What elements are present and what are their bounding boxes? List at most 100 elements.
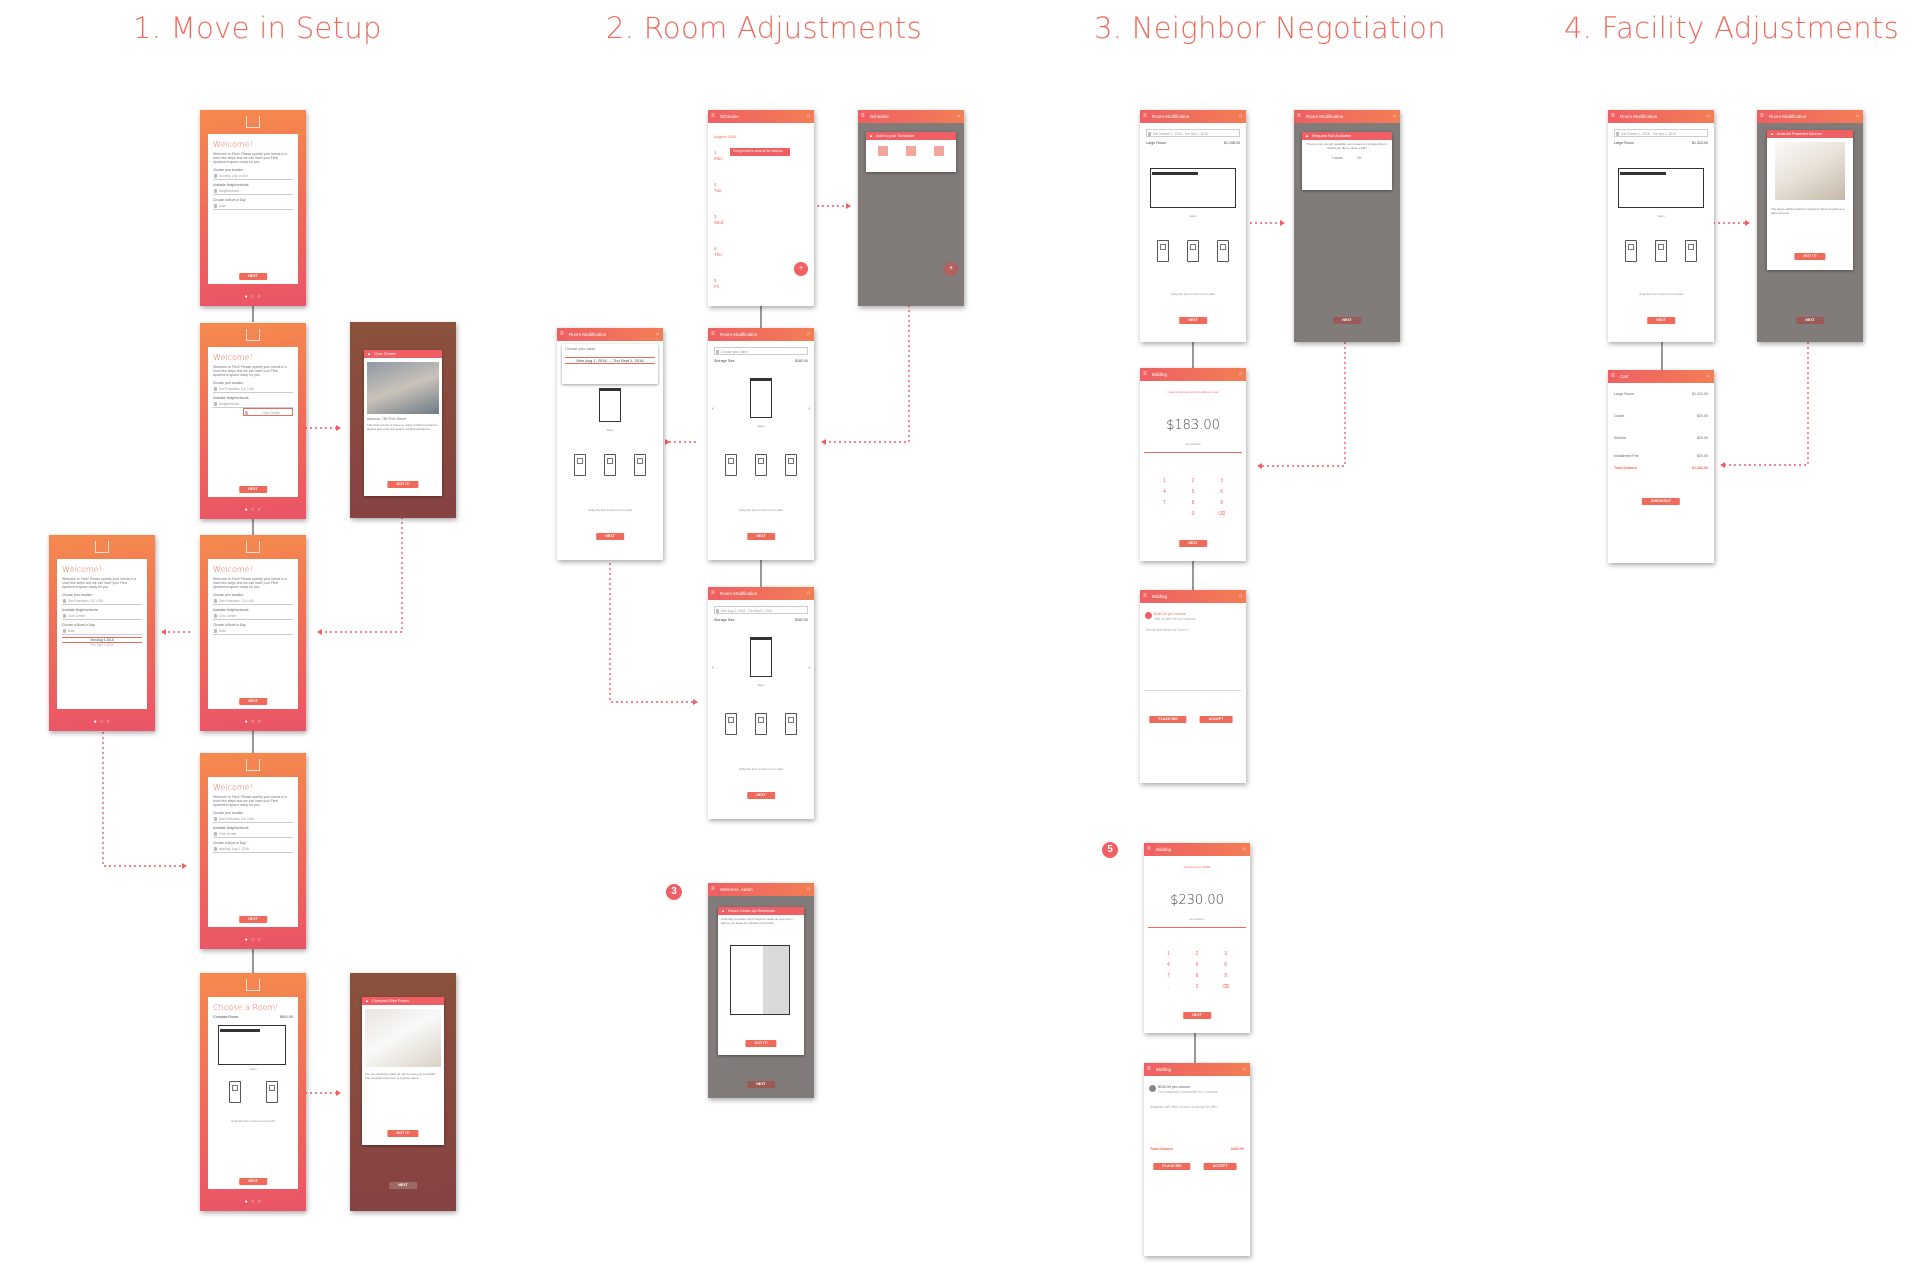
neighborhood-input[interactable]: Civic Center — [213, 830, 293, 839]
kitchen-icon[interactable] — [755, 454, 767, 476]
keypad-key[interactable]: 3 — [1224, 951, 1228, 957]
neighborhood-input[interactable]: Civic Center — [62, 612, 142, 621]
keypad-key[interactable]: 8 — [1195, 973, 1199, 979]
kitchen-icon[interactable] — [604, 454, 616, 476]
location-input[interactable]: San Francisco, CA, USA — [213, 385, 293, 394]
location-input[interactable]: Country, City or Grid — [213, 172, 293, 181]
keypad-key[interactable]: 4 — [1162, 489, 1166, 495]
schedule-event[interactable]: Going home to work at the campus — [730, 148, 790, 156]
got-it-button[interactable]: GOT IT! — [387, 1130, 419, 1137]
closet-icon[interactable] — [228, 1081, 241, 1103]
next-button[interactable]: NEXT — [239, 698, 267, 705]
date-range-picker[interactable]: Choose your dates Mon Aug 1, 2016 → Thu … — [562, 344, 658, 384]
closet-icon[interactable] — [574, 454, 586, 476]
add-button[interactable]: + — [944, 262, 958, 276]
keypad-key[interactable]: 2 — [1191, 478, 1195, 484]
place-bid-button[interactable]: PLACE BID — [1153, 1163, 1191, 1170]
day-3[interactable]: 3 — [714, 214, 717, 219]
date-input[interactable]: Monday, Aug 1, 2016 — [213, 845, 293, 854]
next-button[interactable]: NEXT — [239, 486, 267, 493]
got-it-button[interactable]: GOT IT! — [387, 481, 419, 488]
next-button[interactable]: NEXT — [1179, 540, 1207, 547]
keypad-key[interactable]: . — [1163, 511, 1166, 517]
checkout-button[interactable]: CHECKOUT — [1641, 498, 1681, 505]
next-button[interactable]: NEXT — [747, 533, 775, 540]
next-button[interactable]: NEXT — [1796, 317, 1824, 324]
next-button[interactable]: NEXT — [1179, 317, 1207, 324]
dates-input[interactable]: Mon Aug 1, 2016 - Thu Sept 1, 2016 — [714, 606, 808, 614]
cancel-button[interactable]: Cancel — [1332, 155, 1343, 160]
chevron-right-icon[interactable]: › — [808, 665, 810, 671]
keypad-key[interactable]: 0 — [1195, 984, 1199, 990]
next-button[interactable]: NEXT — [239, 273, 267, 280]
next-button[interactable]: NEXT — [1183, 1012, 1211, 1019]
next-button[interactable]: NEXT — [239, 916, 267, 923]
keypad-key[interactable]: 9 — [1220, 500, 1224, 506]
kitchen-icon[interactable] — [755, 713, 767, 735]
next-button[interactable]: NEXT — [1647, 317, 1675, 324]
closet-icon[interactable] — [1625, 240, 1637, 262]
dates-input[interactable]: Choose your dates — [714, 347, 808, 355]
neighborhood-input[interactable]: Neighborhood — [213, 187, 293, 196]
keypad-key[interactable]: ⌫ — [1222, 984, 1230, 990]
closet-icon[interactable] — [1157, 240, 1169, 262]
keypad-key[interactable]: 7 — [1162, 500, 1166, 506]
location-input[interactable]: San Francisco, CA, USA — [213, 815, 293, 824]
closet-icon[interactable] — [725, 454, 737, 476]
date-input[interactable]: Date — [62, 627, 142, 636]
bathroom-icon[interactable] — [634, 454, 646, 476]
day-5[interactable]: 5 — [714, 278, 717, 283]
bathroom-icon[interactable] — [1685, 240, 1697, 262]
keypad-key[interactable]: 4 — [1166, 962, 1170, 968]
bathroom-icon[interactable] — [1217, 240, 1229, 262]
keypad-key[interactable]: . — [1167, 984, 1170, 990]
chevron-right-icon[interactable]: › — [808, 406, 810, 412]
date-input[interactable]: Date — [213, 202, 293, 211]
keypad-key[interactable]: 5 — [1195, 962, 1199, 968]
kitchen-icon[interactable] — [1187, 240, 1199, 262]
closet-icon[interactable] — [725, 713, 737, 735]
got-it-button[interactable]: GOT IT! — [1794, 253, 1826, 260]
dates-input[interactable]: Sat October 1, 2016 - Tue Nov 1, 2016 — [1614, 129, 1708, 137]
keypad-key[interactable]: ⌫ — [1218, 511, 1226, 517]
date-picker-selected[interactable]: Mon Aug 1 2016 — [62, 637, 142, 644]
bathroom-icon[interactable] — [785, 454, 797, 476]
neighborhood-input[interactable]: Civic Center — [213, 612, 293, 621]
location-input[interactable]: San Francisco, CA, USA — [62, 597, 142, 606]
keypad-key[interactable]: 1 — [1162, 478, 1166, 484]
place-bid-button[interactable]: PLACE BID — [1149, 716, 1187, 723]
keypad-key[interactable]: 8 — [1191, 500, 1195, 506]
keypad-key[interactable]: 1 — [1166, 951, 1170, 957]
chevron-left-icon[interactable]: ‹ — [712, 406, 714, 412]
next-button[interactable]: NEXT — [747, 1081, 775, 1088]
keypad-key[interactable]: 2 — [1195, 951, 1199, 957]
kitchen-option-icon[interactable] — [906, 146, 916, 156]
dates-input[interactable]: Sat October 1, 2016 - Tue Nov 1, 2016 — [1146, 129, 1240, 137]
accept-button[interactable]: ACCEPT — [1203, 1163, 1237, 1170]
next-button[interactable]: NEXT — [1333, 317, 1361, 324]
keypad-key[interactable]: 3 — [1220, 478, 1224, 484]
chevron-left-icon[interactable]: ‹ — [712, 665, 714, 671]
location-input[interactable]: San Francisco, CA, USA — [213, 597, 293, 606]
keypad-key[interactable]: 6 — [1220, 489, 1224, 495]
neighborhood-option[interactable]: Civic Center — [243, 408, 293, 417]
keypad-key[interactable]: 5 — [1191, 489, 1195, 495]
keypad-key[interactable]: 9 — [1224, 973, 1228, 979]
day-4[interactable]: 4 — [714, 246, 717, 251]
day-2[interactable]: 2 — [714, 182, 717, 187]
keypad-key[interactable]: 0 — [1191, 511, 1195, 517]
next-button[interactable]: NEXT — [596, 533, 624, 540]
ok-button[interactable]: OK — [1356, 155, 1362, 160]
accept-button[interactable]: ACCEPT — [1199, 716, 1233, 723]
date-input[interactable]: Date — [213, 627, 293, 636]
bathroom-icon[interactable] — [785, 713, 797, 735]
keypad-key[interactable]: 7 — [1166, 973, 1170, 979]
date-picker-next[interactable]: Thu Sept 1 2016 — [90, 643, 114, 648]
number-keypad[interactable]: 1 2 3 4 5 6 7 8 9. 0 ⌫ — [1150, 478, 1236, 517]
bathroom-option-icon[interactable] — [934, 146, 944, 156]
add-button[interactable]: + — [794, 262, 808, 276]
day-1[interactable]: 1 — [714, 150, 717, 155]
kitchen-icon[interactable] — [265, 1081, 278, 1103]
neighborhood-input[interactable]: Neighborhood — [213, 400, 293, 409]
